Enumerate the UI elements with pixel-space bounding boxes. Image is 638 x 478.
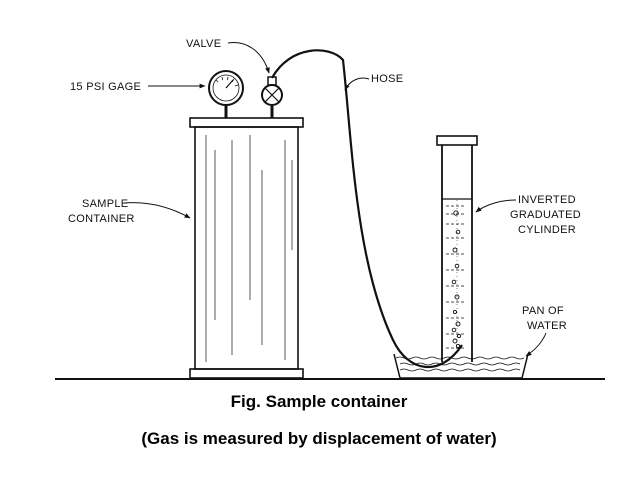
figure-subcaption: (Gas is measured by displacement of wate… [141,429,497,448]
graduated-cylinder [436,135,478,362]
pressure-gage [208,70,244,118]
label-cylinder-1: INVERTED [518,194,576,206]
label-hose: HOSE [371,73,403,85]
label-cylinder-3: CYLINDER [518,224,576,236]
label-gage: 15 PSI GAGE [70,81,141,93]
hose [271,49,463,369]
water-pan [393,353,529,379]
gas-bubbles [451,210,462,349]
leader-sample-container [123,202,191,219]
leader-cylinder [475,199,517,213]
label-pan-2: WATER [527,320,567,332]
label-sample-container: SAMPLE [82,198,128,210]
label-sample-container-2: CONTAINER [68,213,135,225]
leader-hose [344,77,370,91]
label-cylinder-2: GRADUATED [510,209,581,221]
label-pan-1: PAN OF [522,305,564,317]
valve [261,76,283,118]
figure-caption: Fig. Sample container [230,392,408,411]
sample-container [189,117,304,379]
leader-valve [227,41,270,74]
leader-pan [525,332,547,357]
label-valve: VALVE [186,38,221,50]
